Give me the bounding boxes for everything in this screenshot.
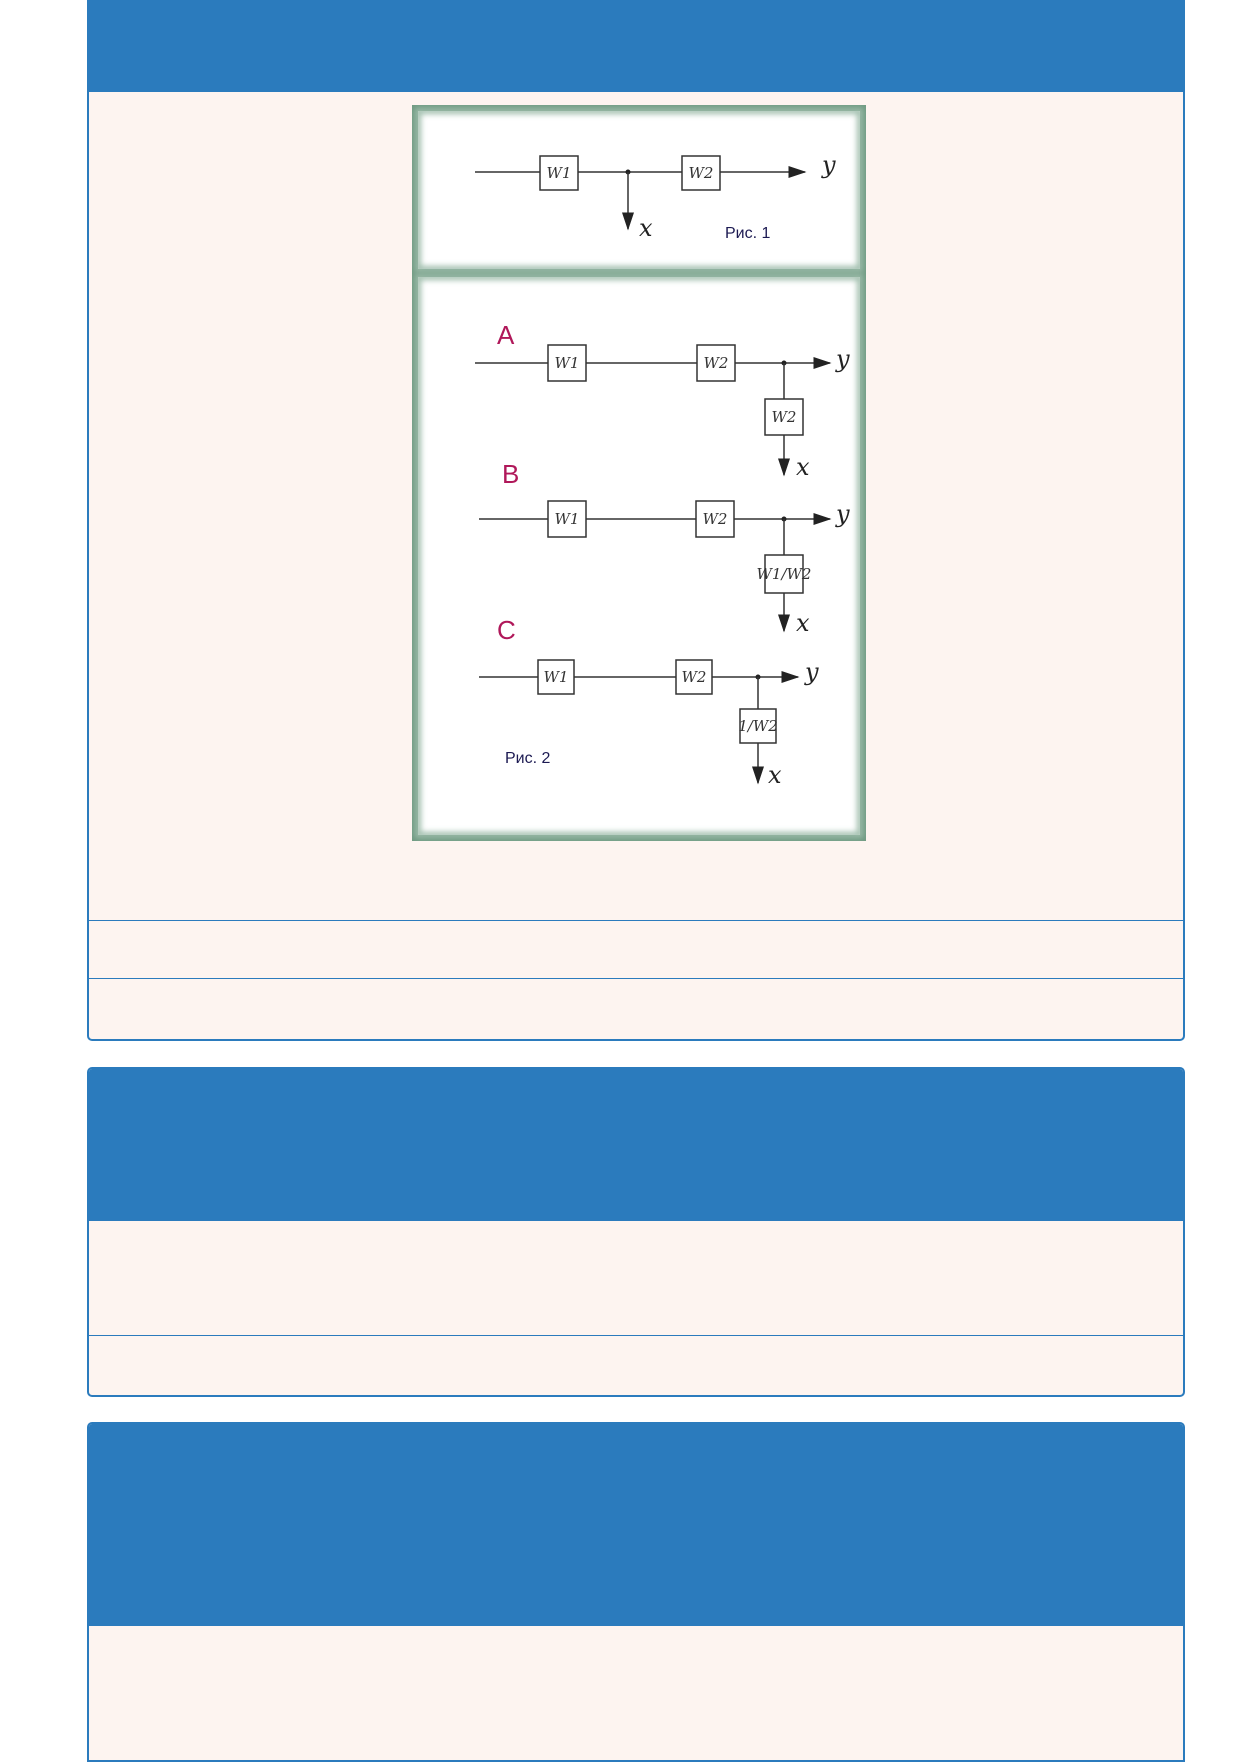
fig1-output-label: y [821,151,836,179]
card2-body [89,1221,1183,1335]
b-output-label: y [835,500,850,528]
variant-a-letter: A [497,320,515,350]
question-card-1: W1 W2 y x Рис. 1 A W1 W2 [87,0,1185,1041]
b-branch-block [764,554,804,594]
fig1-caption: Рис. 1 [725,225,771,242]
fig1-block-w2-label: W2 [689,164,714,182]
fig1-branch-label: x [639,214,653,242]
card-header [89,1424,1183,1626]
c-block-w2 [675,659,713,695]
card2-row [89,1335,1183,1394]
variant-c-letter: C [497,615,516,645]
a-branch-block [764,398,804,436]
card1-row-1 [89,920,1183,978]
c-branch-label: x [768,761,782,789]
b-branch-block-label: W1/W2 [757,565,812,583]
fig1-block-w1 [539,155,579,191]
fig2-caption: Рис. 2 [505,750,551,767]
fig2-variant-c: C W1 W2 y 1/W2 x Рис. 2 [479,615,819,789]
a-block-w2-label: W2 [704,354,729,372]
fig2-variant-a: A W1 W2 y W2 x [475,320,850,481]
b-block-w1-label: W1 [555,510,580,528]
a-branch-label: x [796,453,810,481]
card-header [89,1069,1183,1221]
c-branch-block-label: 1/W2 [738,717,778,735]
a-branch-block-label: W2 [772,408,797,426]
b-block-w2-label: W2 [703,510,728,528]
b-block-w1 [547,500,587,538]
fig1-block-w2 [681,155,721,191]
fig1-block-w1-label: W1 [547,164,572,182]
block-diagram: W1 W2 y x Рис. 1 A W1 W2 [412,105,866,841]
fig1-panel [418,111,860,269]
c-block-w2-label: W2 [682,668,707,686]
diagram-figure: W1 W2 y x Рис. 1 A W1 W2 [412,105,866,846]
c-block-w1 [537,659,575,695]
a-output-label: y [835,345,850,373]
a-block-w1 [547,344,587,382]
a-block-w1-label: W1 [555,354,580,372]
c-block-w1-label: W1 [544,668,569,686]
c-output-label: y [804,658,819,686]
question-card-3 [87,1422,1185,1762]
fig2-variant-b: B W1 W2 y W1/W2 x [479,459,850,637]
b-block-w2 [695,500,735,538]
b-branch-label: x [796,609,810,637]
a-block-w2 [696,344,736,382]
card-header [89,0,1183,92]
variant-b-letter: B [502,459,519,489]
question-card-2 [87,1067,1185,1397]
fig1-diagram: W1 W2 y x Рис. 1 [475,151,836,242]
card1-row-2 [89,978,1183,1039]
